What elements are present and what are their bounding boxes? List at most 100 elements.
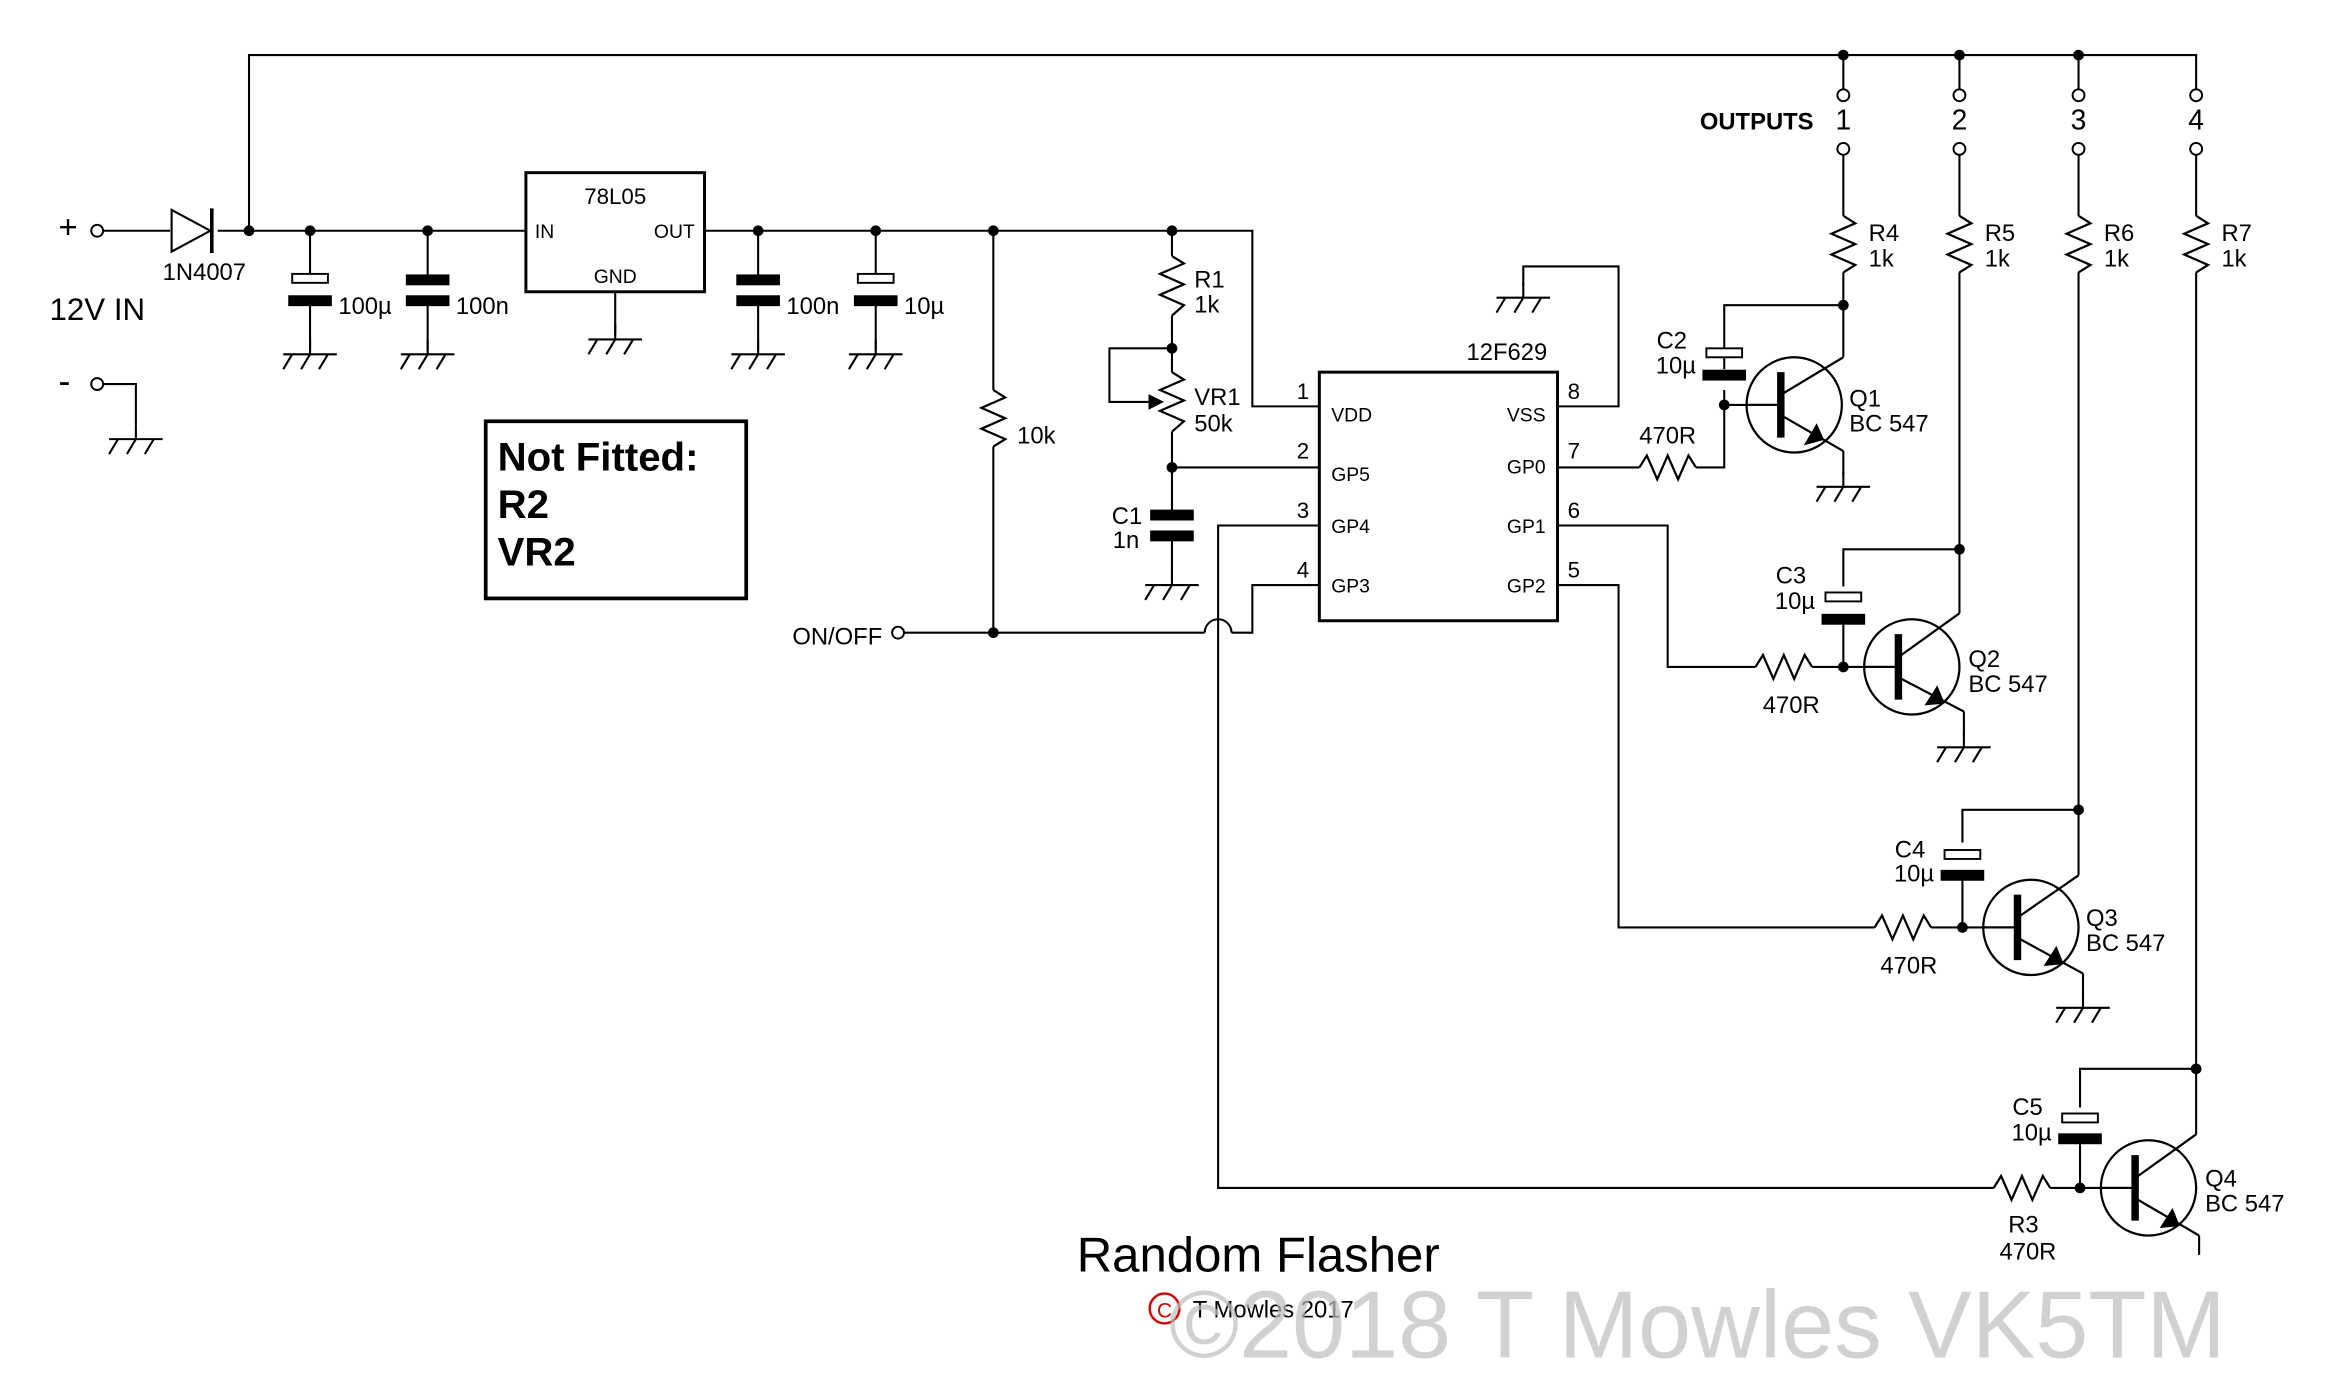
resistors	[978, 214, 2211, 1203]
mcu-pin-name: GP4	[1331, 516, 1370, 538]
diode-label: 1N4007	[163, 259, 246, 286]
regulator-pin-in: IN	[535, 221, 554, 243]
output-number: 1	[1835, 104, 1851, 136]
pullup-resistor-label: 10k	[1017, 423, 1055, 450]
transistor-part: BC 547	[1849, 411, 1928, 438]
transistor-part: BC 547	[2086, 930, 2165, 957]
cap-label: 100n	[456, 293, 509, 320]
timing-cap-ref: C2	[1657, 327, 1687, 354]
author-credit: T Mowles 2017	[1193, 1296, 1354, 1323]
output-number: 2	[1952, 104, 1968, 136]
timing-cap-ref: C3	[1776, 563, 1806, 590]
transistors	[1745, 356, 2200, 1237]
load-resistor-ref: R5	[1985, 220, 2015, 247]
mcu-pin-number: 8	[1568, 379, 1580, 404]
mcu-pin-name: VSS	[1507, 404, 1546, 426]
mcu-pin-number: 5	[1568, 558, 1580, 583]
load-resistor-value: 1k	[1985, 245, 2010, 272]
c1-value: 1n	[1113, 527, 1139, 554]
r1-ref: R1	[1194, 266, 1224, 293]
mcu-pin-name: GP0	[1507, 456, 1546, 478]
load-resistor-value: 1k	[1869, 245, 1894, 272]
copyright-mark: C	[1157, 1299, 1172, 1322]
base-resistor-value: 470R	[1880, 953, 1937, 980]
mcu-pin-name: GP1	[1507, 516, 1546, 538]
load-resistor-ref: R6	[2104, 220, 2134, 247]
watermark: ©2018 T Mowles VK5TM	[1169, 1273, 2226, 1374]
timing-cap-value: 10µ	[1775, 588, 1815, 615]
ground-icon	[1144, 569, 1200, 601]
load-resistor-ref: R4	[1869, 220, 1899, 247]
ground-icon	[282, 338, 338, 371]
c1-ref: C1	[1112, 503, 1142, 530]
capacitors	[288, 272, 2102, 1145]
timing-cap-ref: C5	[2012, 1094, 2042, 1121]
transistor-ref: Q1	[1849, 385, 1881, 412]
output-number: 4	[2188, 104, 2204, 136]
minus-sign: -	[58, 361, 70, 401]
vr1-value: 50k	[1194, 411, 1232, 438]
mcu-pin-number: 2	[1297, 438, 1309, 463]
ground-icon	[730, 338, 786, 371]
regulator-part-label: 78L05	[584, 184, 646, 209]
mcu-pin-number: 3	[1297, 498, 1309, 523]
base-resistor-value: 470R	[1763, 692, 1820, 719]
cap-label: 10µ	[904, 293, 944, 320]
timing-cap-value: 10µ	[2012, 1119, 2052, 1146]
outputs-label: OUTPUTS	[1700, 109, 1814, 136]
timing-cap-ref: C4	[1895, 836, 1925, 863]
cap-label: 100µ	[338, 293, 392, 320]
base-resistor-value: 470R	[1639, 423, 1696, 450]
diode-symbol	[170, 208, 214, 254]
regulator-78l05	[524, 171, 707, 294]
ground-icon	[108, 423, 164, 456]
ground-icon	[1815, 470, 1872, 503]
ground-icon	[1936, 731, 1992, 764]
vr1-ref: VR1	[1194, 384, 1240, 411]
output-number: 3	[2071, 104, 2087, 136]
note-heading: Not Fitted:	[498, 434, 699, 479]
note-line-2: VR2	[498, 530, 576, 575]
transistor-ref: Q3	[2086, 905, 2118, 932]
mcu-pin-number: 4	[1297, 558, 1309, 583]
transistor-part: BC 547	[2205, 1191, 2284, 1218]
base-resistor-value: 470R	[1999, 1238, 2056, 1265]
r1-value: 1k	[1194, 292, 1219, 319]
regulator-pin-out: OUT	[654, 221, 695, 243]
input-voltage-label: 12V IN	[50, 292, 146, 327]
not-fitted-note-box	[483, 419, 749, 601]
load-resistor-value: 1k	[2104, 245, 2129, 272]
wires	[103, 54, 2201, 1255]
plus-sign: +	[58, 208, 77, 245]
diagram-title: Random Flasher	[1077, 1228, 1440, 1282]
mcu-part-label: 12F629	[1467, 339, 1548, 366]
timing-cap-value: 10µ	[1894, 860, 1934, 887]
mcu-pin-number: 7	[1568, 438, 1580, 463]
mcu-pin-number: 6	[1568, 498, 1580, 523]
mcu-pin-name: GP3	[1331, 575, 1370, 597]
load-resistor-value: 1k	[2221, 245, 2246, 272]
microcontroller-12f629	[1317, 370, 1560, 623]
transistor-ref: Q2	[1968, 646, 2000, 673]
mcu-pin-name: GP2	[1507, 575, 1546, 597]
ground-icon	[587, 323, 644, 356]
cap-label: 100n	[786, 293, 839, 320]
ground-icon	[399, 338, 456, 371]
base-resistor-ref: R3	[2008, 1212, 2038, 1239]
transistor-q4	[2099, 1139, 2198, 1237]
copyright-icon	[1148, 1292, 1181, 1325]
regulator-pin-gnd: GND	[594, 266, 637, 288]
mcu-pin-number: 1	[1297, 379, 1309, 404]
load-resistor-ref: R7	[2221, 220, 2251, 247]
note-line-1: R2	[498, 482, 549, 527]
ground-icon	[1495, 281, 1552, 314]
timing-cap-value: 10µ	[1656, 353, 1696, 380]
ground-icon	[2055, 991, 2111, 1024]
on-off-label: ON/OFF	[792, 624, 882, 651]
terminals	[90, 88, 2204, 640]
mcu-pin-name: VDD	[1331, 404, 1372, 426]
mcu-pin-name: GP5	[1331, 464, 1370, 486]
junction-dots	[243, 49, 2202, 1194]
